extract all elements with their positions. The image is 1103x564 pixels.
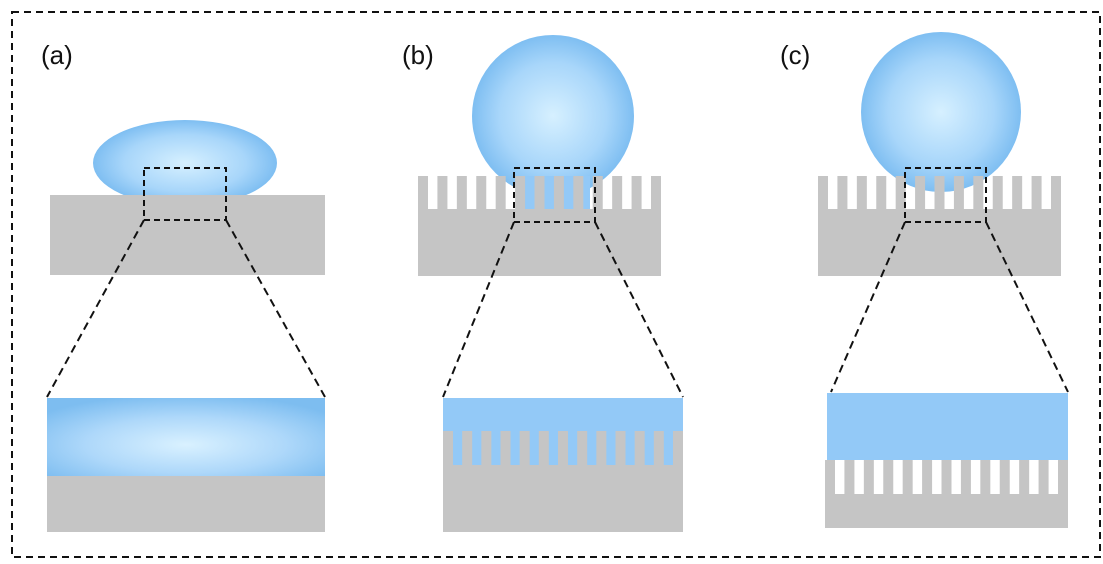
substrate-pillar — [651, 176, 661, 210]
substrate-pillar — [573, 176, 584, 210]
substrate-pillar — [515, 176, 526, 210]
zoom-line-right — [225, 219, 326, 398]
substrate-pillar — [462, 431, 473, 466]
substrate-pillar — [844, 460, 855, 495]
zoom-line-right — [985, 221, 1069, 393]
substrate-base — [418, 209, 661, 276]
substrate-pillar — [577, 431, 588, 466]
substrate-pillar — [895, 176, 906, 210]
substrate-pillar — [818, 176, 828, 210]
zoomed-flat-substrate — [47, 476, 325, 532]
zoomed-water-layer — [827, 393, 1068, 460]
substrate-pillar — [615, 431, 626, 466]
substrate-pillar — [902, 460, 913, 495]
water-droplet-icon — [93, 120, 277, 206]
substrate-pillar — [592, 176, 603, 210]
panel-label-a: (a) — [41, 40, 73, 70]
substrate-pillar — [596, 431, 607, 466]
substrate-pillar — [863, 460, 874, 495]
substrate-pillar — [418, 176, 428, 210]
substrate-pillar — [1012, 176, 1023, 210]
substrate-pillar — [837, 176, 848, 210]
substrate-pillar — [437, 176, 448, 210]
substrate-pillar — [883, 460, 894, 495]
substrate-pillar — [825, 460, 835, 495]
zoomed-pillared-substrate — [825, 460, 1068, 528]
substrate-pillar — [673, 431, 683, 466]
substrate-base — [443, 465, 683, 532]
substrate-pillar — [915, 176, 926, 210]
substrate-block-icon — [50, 195, 325, 275]
zoomed-pillared-substrate — [443, 431, 683, 532]
water-droplet-icon — [861, 32, 1021, 192]
zoomed-water-film — [47, 398, 325, 476]
substrate-pillar — [519, 431, 530, 466]
substrate-pillar — [495, 176, 506, 210]
zoomed-water-layer — [443, 398, 683, 433]
substrate-pillar — [634, 431, 645, 466]
substrate-pillar — [992, 176, 1003, 210]
zoom-line-left — [46, 219, 145, 398]
substrate-pillar — [553, 176, 564, 210]
zoom-line-right — [594, 221, 684, 398]
zoom-box — [513, 167, 596, 223]
substrate-pillar — [999, 460, 1010, 495]
substrate-pillar — [538, 431, 549, 466]
substrate-pillar — [856, 176, 867, 210]
substrate-pillar — [934, 176, 945, 210]
substrate-pillar — [1058, 460, 1068, 495]
substrate-pillar — [960, 460, 971, 495]
substrate-pillar — [876, 176, 887, 210]
outer-frame — [11, 11, 1101, 558]
substrate-pillar — [653, 431, 664, 466]
zoom-line-left — [830, 221, 906, 393]
substrate-pillar — [1019, 460, 1030, 495]
pillared-substrate-icon — [818, 176, 1061, 276]
zoom-box — [904, 167, 987, 223]
substrate-pillar — [534, 176, 545, 210]
substrate-pillar — [558, 431, 568, 466]
substrate-pillar — [476, 176, 487, 210]
substrate-pillar — [980, 460, 991, 495]
substrate-pillar — [612, 176, 623, 210]
panel-c — [818, 32, 1069, 528]
panel-a — [46, 120, 326, 532]
substrate-pillar — [941, 460, 952, 495]
zoom-box — [143, 167, 227, 221]
panel-label-c: (c) — [780, 40, 811, 70]
substrate-pillar — [973, 176, 984, 210]
substrate-pillar — [500, 431, 511, 466]
pillared-substrate-icon — [418, 176, 661, 276]
substrate-pillar — [1038, 460, 1049, 495]
substrate-pillar — [1031, 176, 1042, 210]
substrate-pillar — [443, 431, 453, 466]
substrate-pillar — [922, 460, 933, 495]
substrate-pillar — [1051, 176, 1061, 210]
panel-b — [418, 35, 684, 532]
water-droplet-icon — [472, 35, 634, 197]
zoom-line-left — [442, 221, 515, 398]
substrate-base — [825, 494, 1068, 528]
substrate-base — [818, 209, 1061, 276]
substrate-pillar — [953, 176, 964, 210]
substrate-pillar — [631, 176, 642, 210]
panel-label-b: (b) — [402, 40, 434, 70]
substrate-pillar — [481, 431, 492, 466]
substrate-pillar — [456, 176, 467, 210]
